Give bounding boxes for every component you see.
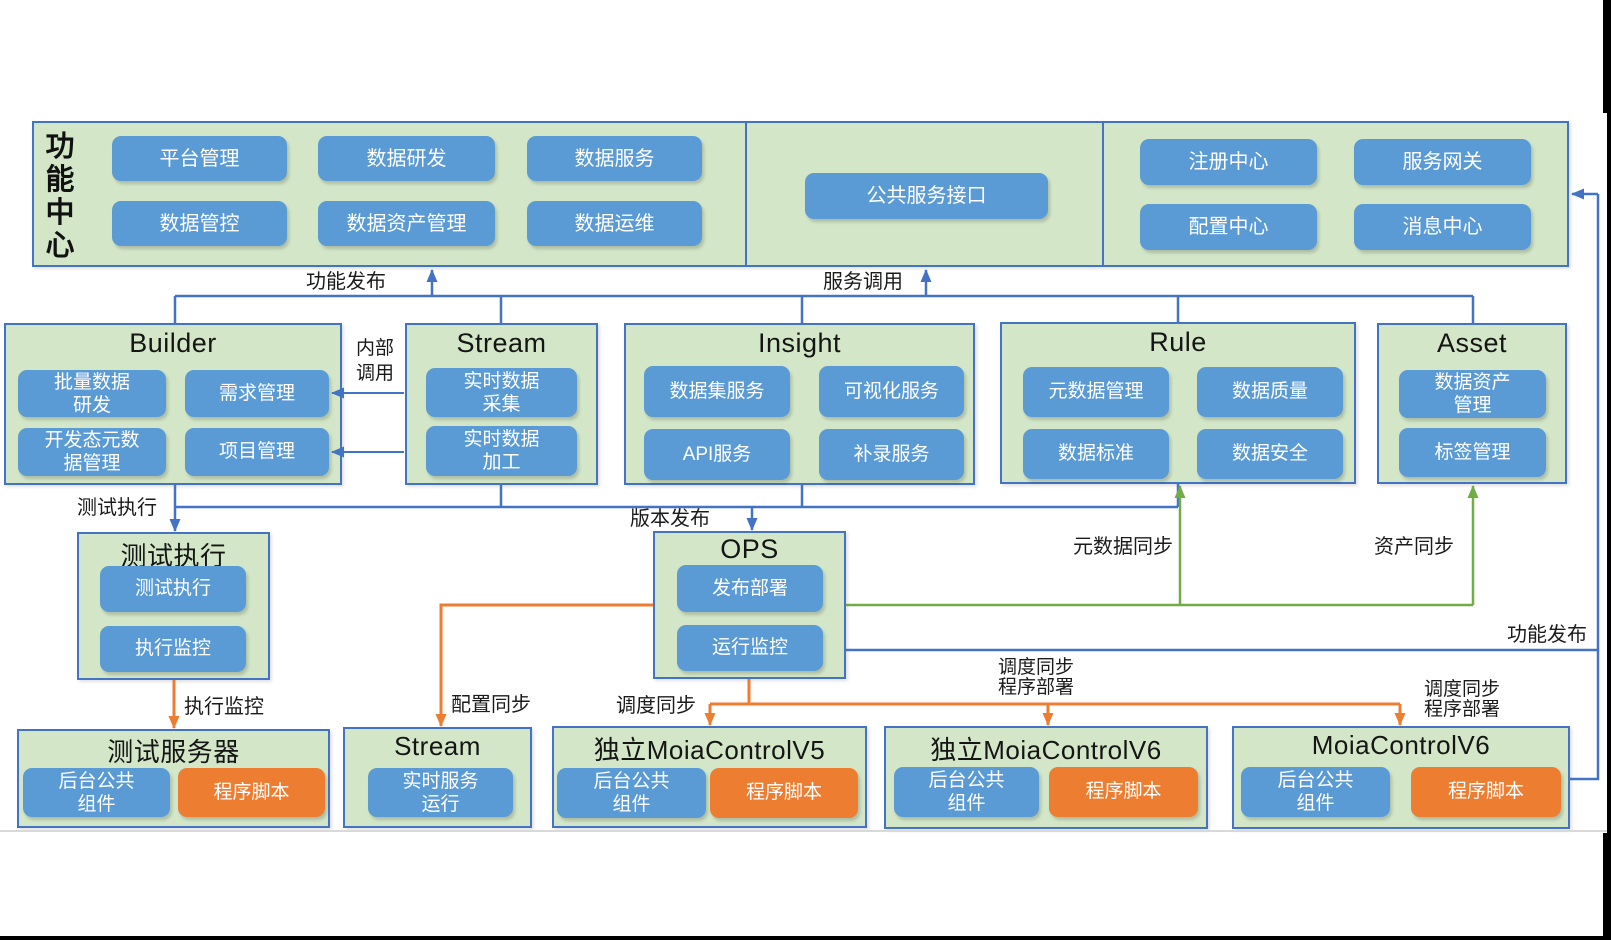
label-exec-monitor: 执行监控 bbox=[184, 696, 264, 718]
box-realtime-service-run[interactable]: 实时服务 运行 bbox=[368, 768, 513, 817]
label-metadata-sync: 元数据同步 bbox=[1073, 536, 1173, 558]
box-program-script-2[interactable]: 程序脚本 bbox=[710, 768, 858, 818]
rule-title: Rule bbox=[1149, 327, 1207, 357]
box-program-script-3[interactable]: 程序脚本 bbox=[1049, 767, 1198, 817]
black-bar-right-middle bbox=[1607, 113, 1611, 833]
box-public-service-api[interactable]: 公共服务接口 bbox=[805, 173, 1048, 219]
box-backend-common-4[interactable]: 后台公共 组件 bbox=[1241, 767, 1390, 817]
box-realtime-data-process[interactable]: 实时数据 加工 bbox=[426, 426, 577, 476]
box-data-standard[interactable]: 数据标准 bbox=[1023, 429, 1169, 479]
box-data-asset-mgmt[interactable]: 数据资产管理 bbox=[318, 201, 495, 246]
test-server-title: 测试服务器 bbox=[107, 737, 240, 767]
box-data-security[interactable]: 数据安全 bbox=[1197, 429, 1343, 479]
box-data-dev[interactable]: 数据研发 bbox=[318, 136, 495, 181]
moia-v6s-title: 独立MoiaControlV6 bbox=[930, 735, 1162, 765]
stream-title: Stream bbox=[456, 328, 547, 358]
box-dev-metadata-mgmt[interactable]: 开发态元数 据管理 bbox=[18, 428, 166, 476]
label-version-release: 版本发布 bbox=[630, 508, 710, 530]
box-requirement-mgmt[interactable]: 需求管理 bbox=[185, 370, 329, 417]
box-metadata-mgmt[interactable]: 元数据管理 bbox=[1023, 367, 1169, 417]
box-config-center[interactable]: 配置中心 bbox=[1140, 204, 1317, 250]
function-center-title: 功能中心 bbox=[45, 131, 75, 262]
blue-internal-call-arrows bbox=[331, 387, 404, 458]
black-bar-right-bottom bbox=[1603, 833, 1611, 936]
box-platform-mgmt[interactable]: 平台管理 bbox=[112, 136, 287, 181]
label-schedule-sync-deploy-2: 调度同步 程序部署 bbox=[1423, 679, 1500, 720]
label-schedule-sync: 调度同步 bbox=[616, 695, 696, 717]
moia-v5-title: 独立MoiaControlV5 bbox=[593, 735, 826, 765]
box-registry-center[interactable]: 注册中心 bbox=[1140, 139, 1317, 185]
wire-right-riser bbox=[1570, 194, 1600, 781]
box-data-service[interactable]: 数据服务 bbox=[527, 136, 702, 181]
moia-v6-title: MoiaControlV6 bbox=[1311, 730, 1491, 760]
box-data-quality[interactable]: 数据质量 bbox=[1197, 367, 1343, 417]
box-service-gateway[interactable]: 服务网关 bbox=[1354, 139, 1531, 185]
black-bar-bottom bbox=[0, 936, 1611, 940]
box-exec-monitor[interactable]: 执行监控 bbox=[100, 626, 246, 672]
box-program-script-1[interactable]: 程序脚本 bbox=[178, 768, 325, 817]
box-dataset-service[interactable]: 数据集服务 bbox=[644, 366, 790, 417]
black-bar-right-top bbox=[1603, 0, 1611, 113]
box-data-control[interactable]: 数据管控 bbox=[112, 201, 287, 246]
box-api-service[interactable]: API服务 bbox=[644, 429, 790, 480]
label-function-publish-right: 功能发布 bbox=[1507, 624, 1587, 646]
box-test-exec[interactable]: 测试执行 bbox=[100, 566, 246, 612]
builder-title: Builder bbox=[129, 328, 217, 358]
label-asset-sync: 资产同步 bbox=[1374, 536, 1454, 558]
box-release-deploy[interactable]: 发布部署 bbox=[677, 565, 823, 612]
insight-title: Insight bbox=[757, 328, 842, 358]
box-run-monitor[interactable]: 运行监控 bbox=[677, 625, 823, 671]
bottom-hairline bbox=[0, 830, 1611, 832]
box-project-mgmt[interactable]: 项目管理 bbox=[185, 428, 329, 476]
box-supplement-service[interactable]: 补录服务 bbox=[819, 429, 964, 480]
box-backend-common-3[interactable]: 后台公共 组件 bbox=[894, 767, 1039, 817]
divider-1 bbox=[745, 123, 747, 265]
label-schedule-sync-deploy-1: 调度同步 程序部署 bbox=[997, 657, 1074, 698]
divider-2 bbox=[1102, 123, 1104, 265]
box-batch-data-dev[interactable]: 批量数据 研发 bbox=[18, 370, 166, 417]
box-program-script-4[interactable]: 程序脚本 bbox=[1411, 767, 1561, 817]
label-test-exec: 测试执行 bbox=[77, 497, 157, 519]
ops-title: OPS bbox=[720, 534, 779, 564]
asset-title: Asset bbox=[1436, 328, 1508, 358]
box-realtime-data-collect[interactable]: 实时数据 采集 bbox=[426, 368, 577, 417]
box-data-ops[interactable]: 数据运维 bbox=[527, 201, 702, 246]
box-visualization-service[interactable]: 可视化服务 bbox=[819, 366, 964, 417]
label-config-sync: 配置同步 bbox=[451, 694, 531, 716]
box-backend-common-2[interactable]: 后台公共 组件 bbox=[557, 768, 706, 818]
box-data-asset-mgmt-2[interactable]: 数据资产 管理 bbox=[1399, 370, 1546, 418]
box-tag-mgmt[interactable]: 标签管理 bbox=[1399, 428, 1546, 477]
label-service-call: 服务调用 bbox=[823, 271, 903, 293]
stream-server-title: Stream bbox=[394, 731, 481, 761]
label-function-publish-top: 功能发布 bbox=[306, 271, 386, 293]
box-message-center[interactable]: 消息中心 bbox=[1354, 204, 1531, 250]
box-backend-common-1[interactable]: 后台公共 组件 bbox=[23, 768, 170, 817]
label-internal-call: 内部 调用 bbox=[355, 338, 394, 384]
